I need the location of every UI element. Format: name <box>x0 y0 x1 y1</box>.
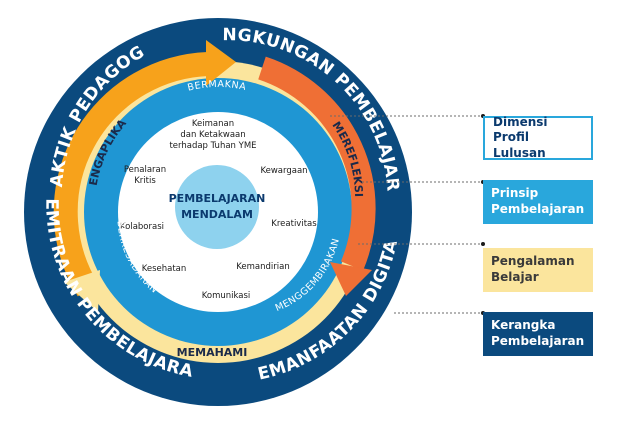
dimensi-komunikasi: Komunikasi <box>202 291 251 301</box>
mengaplikasi-arrowhead <box>206 40 236 86</box>
dimensi-keimanan-line2: dan Ketakwaan <box>180 130 245 140</box>
dimensi-kreativitas: Kreativitas <box>271 219 317 229</box>
mengaplikasi-arc <box>53 52 209 297</box>
center-circle <box>175 165 259 249</box>
legend-pengalaman-line2: Belajar <box>491 270 539 284</box>
dimensi-kolaborasi: Kolaborasi <box>120 222 164 232</box>
legend-pengalaman-line1: Pengalaman <box>491 254 575 269</box>
dimensi-kewargaan: Kewargaan <box>260 166 307 176</box>
dimensi-kemandirian: Kemandirian <box>236 262 289 272</box>
legend-prinsip-line1: Prinsip <box>491 186 539 201</box>
legend-kerangka-pembelajaran: Kerangka Pembelajaran <box>483 312 593 356</box>
connector-pengalaman-dot <box>481 242 485 246</box>
center-title-line1: PEMBELAJARAN <box>169 192 266 205</box>
dimensi-penalaran-line1: Penalaran <box>124 165 166 175</box>
merefleksi-arc <box>258 56 376 271</box>
dimensi-penalaran-line2: Kritis <box>134 176 156 186</box>
legend-pengalaman-belajar: Pengalaman Belajar <box>483 248 593 292</box>
legend-prinsip-line2: Pembelajaran <box>491 202 585 216</box>
legend-dimensi-line1: Dimensi <box>493 114 548 129</box>
center-title-line2: MENDALAM <box>181 208 253 221</box>
memahami-arrowhead <box>64 270 100 312</box>
dimensi-keimanan-line3: terhadap Tuhan YME <box>169 141 256 151</box>
legend-kerangka-line2: Pembelajaran <box>491 334 585 348</box>
legend-dimensi-profil-lulusan: Dimensi Profil Lulusan <box>483 114 593 160</box>
legend-prinsip-pembelajaran: Prinsip Pembelajaran <box>483 180 593 224</box>
legend-kerangka-line1: Kerangka <box>491 318 556 333</box>
legend-dimensi-line2: Profil Lulusan <box>493 130 546 160</box>
merefleksi-arrowhead <box>330 262 372 296</box>
pengalaman-memahami: MEMAHAMI <box>177 346 248 359</box>
dimensi-keimanan-line1: Keimanan <box>192 119 234 129</box>
dimensi-kesehatan: Kesehatan <box>142 264 187 274</box>
